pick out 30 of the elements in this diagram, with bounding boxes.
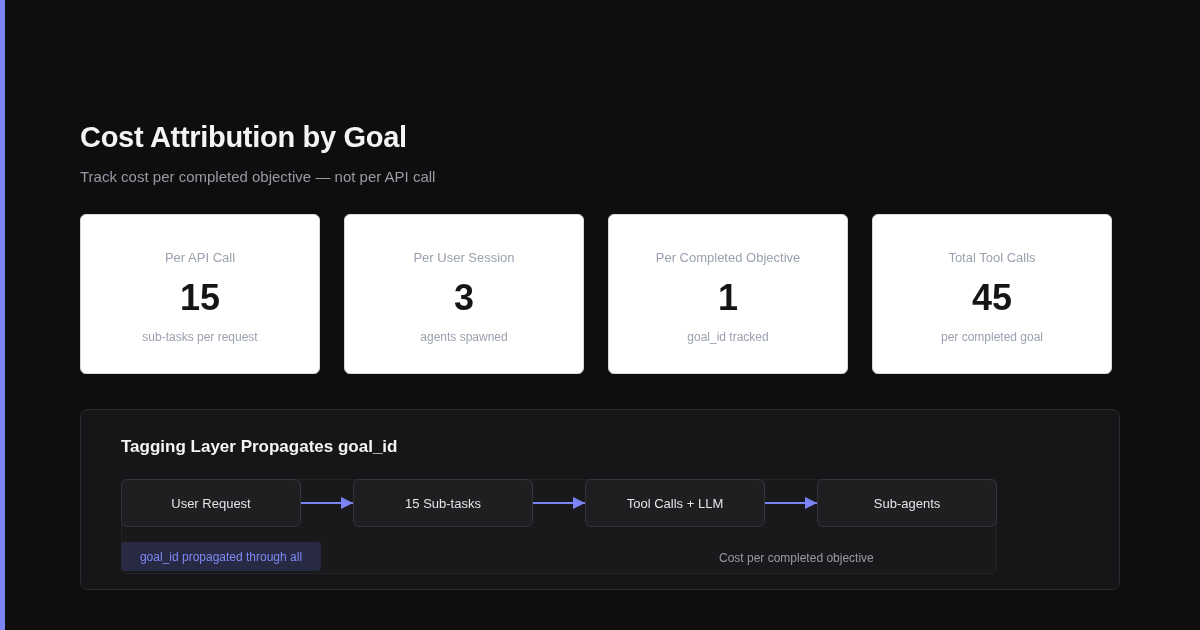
stat-label: Total Tool Calls <box>947 250 1037 266</box>
stat-value: 15 <box>178 277 221 319</box>
stat-value: 45 <box>970 277 1013 319</box>
stat-caption: per completed goal <box>939 329 1045 345</box>
note-text: Cost per completed objective <box>719 550 874 566</box>
stat-label: Per User Session <box>412 250 516 266</box>
subtitle: Track cost per completed objective — not per API call <box>80 167 436 187</box>
arrow <box>300 497 354 509</box>
stat-value: 3 <box>453 277 475 319</box>
process-box: 15 Sub-tasks <box>353 479 533 527</box>
stat-card <box>344 214 584 374</box>
arrow <box>532 497 586 509</box>
process-box: Sub-agents <box>817 479 997 527</box>
stat-card <box>80 214 320 374</box>
container-panel <box>80 409 1120 590</box>
flow-track <box>121 479 997 574</box>
stat-caption: goal_id tracked <box>686 329 770 345</box>
process-box: Tool Calls + LLM <box>585 479 765 527</box>
stat-caption: agents spawned <box>419 329 509 345</box>
process-box: User Request <box>121 479 301 527</box>
stat-value: 1 <box>717 277 739 319</box>
page-title: Cost Attribution by Goal <box>80 120 407 155</box>
stat-card <box>872 214 1112 374</box>
stat-label: Per Completed Objective <box>654 250 802 266</box>
stat-caption: sub-tasks per request <box>141 329 259 345</box>
stat-card <box>608 214 848 374</box>
panel-title: Tagging Layer Propagates goal_id <box>121 437 398 457</box>
tag-pill: goal_id propagated through all <box>121 542 321 571</box>
arrow <box>764 497 818 509</box>
stat-label: Per API Call <box>163 250 237 266</box>
